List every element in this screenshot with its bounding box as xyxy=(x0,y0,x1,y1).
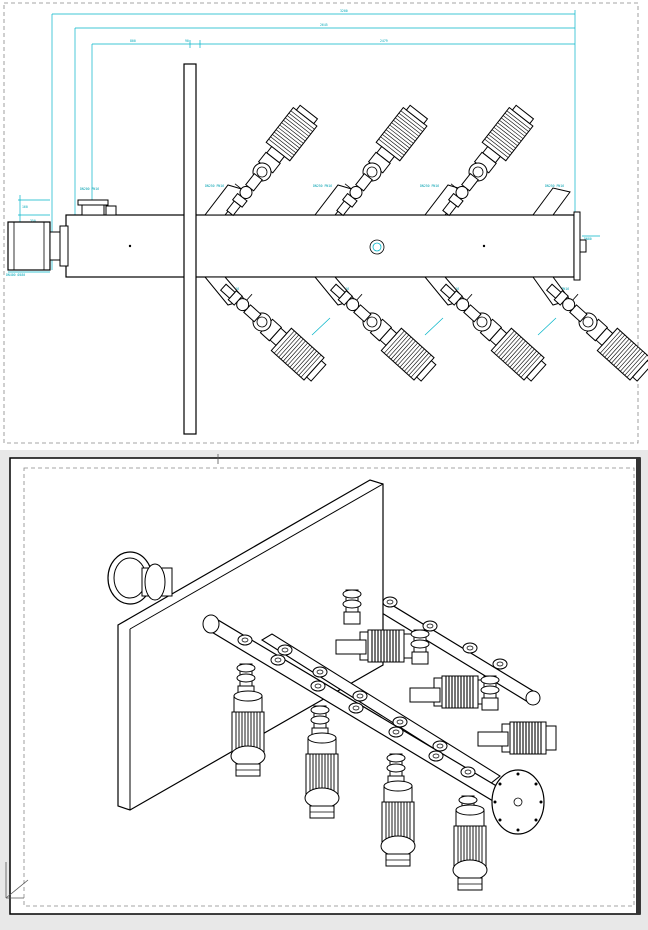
iso-front-header xyxy=(202,614,545,835)
iso-front-pump-2 xyxy=(304,705,340,819)
isometric-view-drawing xyxy=(0,450,648,930)
plan-pump-lower-2 xyxy=(323,276,438,384)
svg-text:DN400 Ø480: DN400 Ø480 xyxy=(6,272,25,277)
plan-pump-upper-2 xyxy=(328,103,430,222)
plan-wall-plate xyxy=(183,63,197,435)
plan-pump-upper-3 xyxy=(434,103,536,222)
iso-front-pump-4 xyxy=(452,795,488,891)
svg-text:DN250 PN16: DN250 PN16 xyxy=(205,184,224,188)
plan-dimension-lines xyxy=(8,10,600,336)
svg-text:DN250 PN16: DN250 PN16 xyxy=(313,184,332,188)
isometric-view-panel xyxy=(0,450,648,930)
svg-text:160: 160 xyxy=(22,205,28,209)
plan-view-drawing: 3200 2645 800 90 2479 160 350 DN400 Ø480… xyxy=(3,2,648,444)
svg-text:DN80: DN80 xyxy=(584,237,592,241)
svg-text:DN250 PN16: DN250 PN16 xyxy=(545,184,564,188)
plan-view-panel: 3200 2645 800 90 2479 160 350 DN400 Ø480… xyxy=(0,0,648,450)
plan-frame-border xyxy=(3,2,639,444)
iso-back-pump-2 xyxy=(409,629,489,709)
plan-pump-upper-1 xyxy=(218,103,320,222)
svg-text:3200: 3200 xyxy=(340,9,348,13)
plan-dimension-texts: 3200 2645 800 90 2479 160 350 DN400 Ø480… xyxy=(6,9,592,277)
iso-inlet-flange xyxy=(107,551,173,605)
plan-upper-branches xyxy=(203,184,571,216)
iso-front-pump-3 xyxy=(380,753,416,867)
iso-middle-header xyxy=(260,633,501,785)
ucs-icon xyxy=(5,862,29,899)
iso-back-pump-3 xyxy=(477,675,557,755)
plan-inlet-flange xyxy=(7,221,69,271)
svg-text:DN250 PN16: DN250 PN16 xyxy=(420,184,439,188)
plan-pump-lower-1 xyxy=(213,276,328,384)
plan-pump-lower-4 xyxy=(539,276,648,384)
svg-text:2645: 2645 xyxy=(320,23,328,27)
plan-header-pipe xyxy=(65,199,587,281)
svg-text:800: 800 xyxy=(130,39,136,43)
iso-back-pump-1 xyxy=(335,589,415,663)
svg-text:90: 90 xyxy=(185,39,189,43)
plan-lower-branches xyxy=(203,276,571,306)
svg-text:2479: 2479 xyxy=(380,39,388,43)
plan-pump-lower-3 xyxy=(433,276,548,384)
iso-frame-border xyxy=(23,467,635,907)
svg-text:DN200 PN16: DN200 PN16 xyxy=(80,187,99,191)
iso-front-pump-1 xyxy=(230,663,266,777)
iso-sheet-shadow xyxy=(636,458,640,914)
svg-text:350: 350 xyxy=(30,219,36,223)
